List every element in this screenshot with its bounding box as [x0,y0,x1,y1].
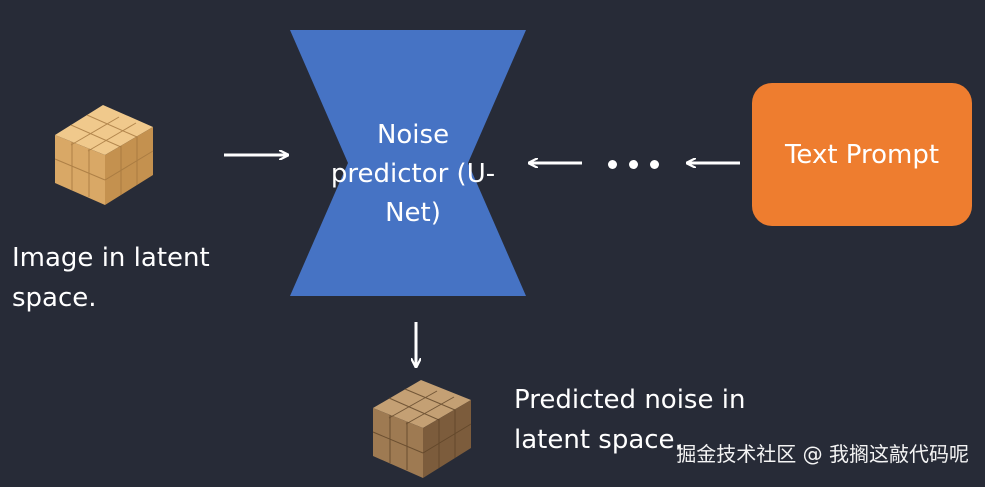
input-latent-label: Image in latent space. [12,243,210,313]
text-prompt-box: Text Prompt [752,83,972,226]
ellipsis-dot [629,160,638,169]
ellipsis-dots [608,160,659,169]
input-latent-cube [54,105,154,205]
output-noise-label: Predicted noise in latent space. [514,385,746,455]
watermark: 掘金技术社区 @ 我搁这敲代码呢 [676,442,969,466]
ellipsis-dot [608,160,617,169]
ellipsis-dot [650,160,659,169]
text-prompt-label: Text Prompt [784,139,940,170]
noise-predictor-shape [290,30,526,296]
noise-predictor-label: Noise predictor (U-Net) [330,120,496,228]
output-latent-cube [372,380,472,478]
